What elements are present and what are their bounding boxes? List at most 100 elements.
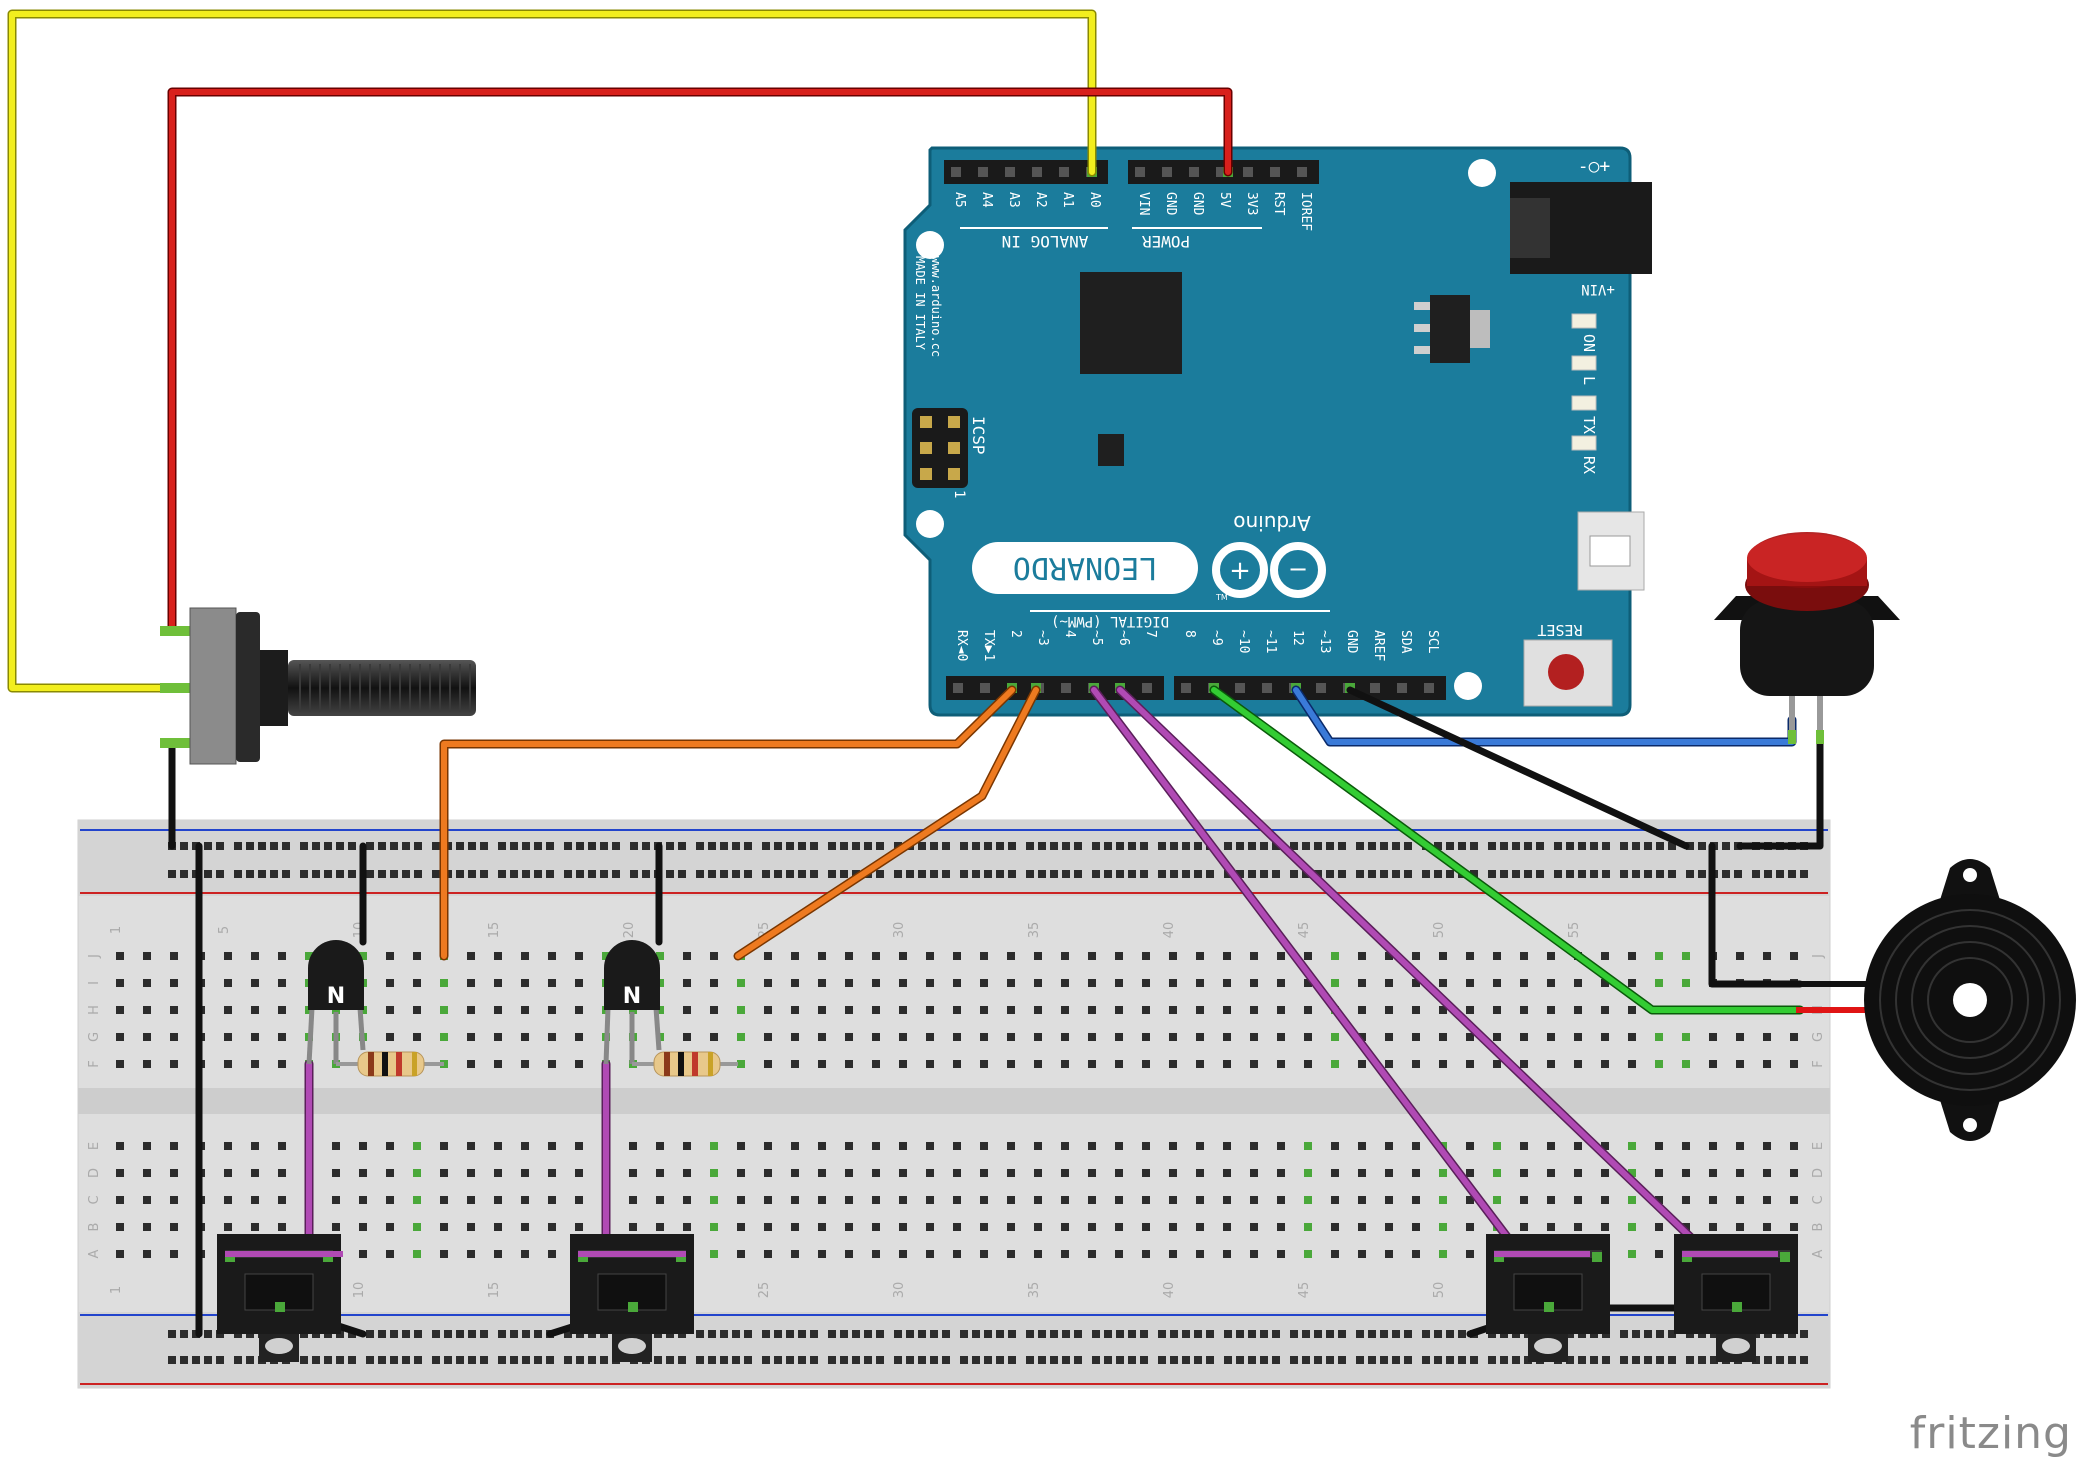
breadboard-hole [1412, 1142, 1420, 1150]
breadboard-hole [548, 1060, 556, 1068]
rail-hole [336, 870, 344, 878]
breadboard-hole [1439, 1033, 1447, 1041]
header-pin[interactable] [1397, 683, 1407, 693]
rail-hole [906, 1356, 914, 1364]
header-pin[interactable] [1316, 683, 1326, 693]
breadboard-hole [440, 1142, 448, 1150]
potentiometer[interactable] [160, 607, 476, 765]
header-pin[interactable] [1189, 167, 1199, 177]
breadboard-hole [575, 1142, 583, 1150]
rail-hole [312, 1356, 320, 1364]
rail-hole [828, 1356, 836, 1364]
breadboard-hole [845, 1033, 853, 1041]
breadboard-hole [1655, 952, 1663, 960]
header-pin[interactable] [1370, 683, 1380, 693]
header-pin[interactable] [1262, 683, 1272, 693]
jack-pin [1544, 1302, 1554, 1312]
breadboard-hole [1169, 952, 1177, 960]
breadboard-hole [1277, 1006, 1285, 1014]
header-pin[interactable] [1297, 167, 1307, 177]
pin-label: ~11 [1263, 630, 1278, 653]
breadboard-hole [1412, 1006, 1420, 1014]
rail-hole [1578, 842, 1586, 850]
breadboard-hole [143, 1060, 151, 1068]
breadboard-hole [1034, 1033, 1042, 1041]
header-pin[interactable] [1270, 167, 1280, 177]
rail-hole [1368, 842, 1376, 850]
header-pin[interactable] [1032, 167, 1042, 177]
rail-hole [522, 870, 530, 878]
breadboard-hole [791, 952, 799, 960]
pin-label: A3 [1006, 192, 1021, 208]
push-button[interactable] [1714, 532, 1900, 744]
breadboard-hole [467, 1196, 475, 1204]
rail-hole [1536, 870, 1544, 878]
rail-hole [960, 870, 968, 878]
header-pin[interactable] [1181, 683, 1191, 693]
breadboard-hole [1304, 979, 1312, 987]
breadboard-hole [656, 1169, 664, 1177]
breadboard-hole [872, 1223, 880, 1231]
column-number: 55 [1567, 922, 1582, 939]
rail-hole [564, 842, 572, 850]
header-pin[interactable] [1135, 167, 1145, 177]
header-pin[interactable] [1243, 167, 1253, 177]
rail-hole [168, 1330, 176, 1338]
header-pin[interactable] [1216, 167, 1226, 177]
rail-hole [1062, 1330, 1070, 1338]
rail-hole [744, 842, 752, 850]
jack-pin [1780, 1252, 1790, 1262]
rail-hole [246, 870, 254, 878]
header-pin[interactable] [1061, 683, 1071, 693]
rail-hole [960, 1356, 968, 1364]
rail-hole [828, 842, 836, 850]
breadboard-hole [1574, 1033, 1582, 1041]
rail-hole [402, 870, 410, 878]
rail-hole [1272, 842, 1280, 850]
header-pin[interactable] [1142, 683, 1152, 693]
rail-hole [1566, 842, 1574, 850]
breadboard-hole [1790, 1196, 1798, 1204]
column-number: 30 [892, 922, 907, 939]
rail-hole [1170, 1356, 1178, 1364]
breadboard-hole [1574, 1196, 1582, 1204]
breadboard-hole [1520, 979, 1528, 987]
header-pin[interactable] [980, 683, 990, 693]
rail-hole [480, 1356, 488, 1364]
wire-black-buzzer [1708, 842, 1804, 988]
header-pin[interactable] [1162, 167, 1172, 177]
rail-hole [1488, 1356, 1496, 1364]
rail-hole [1182, 842, 1190, 850]
rail-hole [696, 842, 704, 850]
rail-hole [600, 842, 608, 850]
breadboard-hole [764, 952, 772, 960]
column-number: 25 [757, 1282, 772, 1299]
breadboard-hole [1412, 1169, 1420, 1177]
header-pin[interactable] [1424, 683, 1434, 693]
rail-hole [630, 842, 638, 850]
breadboard-hole [791, 1169, 799, 1177]
rail-hole [1536, 842, 1544, 850]
breadboard-hole [845, 952, 853, 960]
rail-hole [1392, 870, 1400, 878]
svg-text:−: − [1288, 555, 1308, 583]
pot-pin [160, 683, 190, 693]
header-pin[interactable] [1005, 167, 1015, 177]
header-pin[interactable] [978, 167, 988, 177]
header-pin[interactable] [951, 167, 961, 177]
wire-red-5v [169, 89, 1231, 633]
rail-hole [234, 870, 242, 878]
rail-hole [1140, 1330, 1148, 1338]
breadboard-hole [1223, 1006, 1231, 1014]
pot-knob-shaft[interactable] [288, 660, 476, 716]
breadboard-hole [440, 1196, 448, 1204]
header-pin[interactable] [1235, 683, 1245, 693]
breadboard-hole [1439, 1223, 1447, 1231]
breadboard-hole [980, 1142, 988, 1150]
breadboard-hole [1466, 1169, 1474, 1177]
header-pin[interactable] [953, 683, 963, 693]
power-jack-body [1510, 198, 1550, 258]
reset-button-cap[interactable] [1548, 654, 1584, 690]
column-number: 35 [1027, 922, 1042, 939]
header-pin[interactable] [1059, 167, 1069, 177]
